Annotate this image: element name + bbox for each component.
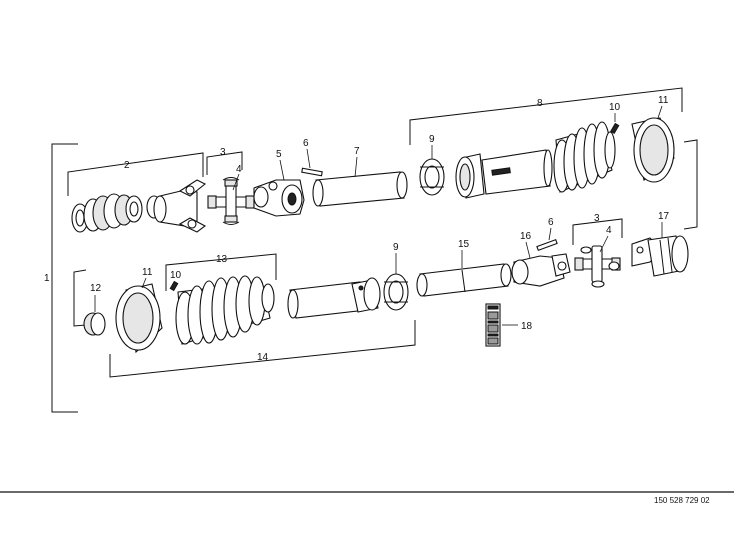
- part-6-pin-top: 6: [301, 138, 323, 177]
- group-bracket-2: 2: [67, 152, 204, 196]
- part-10-screw-bottom: 10: [169, 270, 182, 292]
- part-16-inner-yoke: 16: [511, 231, 571, 287]
- part-2-bearing-rings: [71, 193, 162, 233]
- part-11-cone-shield-bottom: 11: [115, 267, 163, 354]
- part-10-screw-top: 10: [609, 102, 621, 135]
- part-8-protective-boot: [553, 121, 616, 193]
- callout-2: 2: [124, 160, 130, 171]
- callout-10-bottom: 10: [170, 270, 182, 281]
- callout-11-top: 11: [658, 95, 669, 106]
- part-4-cross-journal-top: 4: [207, 164, 255, 225]
- callout-1: 1: [44, 273, 50, 284]
- callout-11-bottom: 11: [142, 267, 153, 278]
- drawing-number: 150 528 729 02: [654, 496, 710, 505]
- part-15-inner-tube: 15: [416, 239, 512, 297]
- callout-13: 13: [216, 254, 228, 265]
- part-9-bearing-ring-top: 9: [419, 134, 445, 196]
- group-bracket-8: 8: [409, 87, 683, 145]
- callout-18: 18: [521, 321, 533, 332]
- group-bracket-14: 14: [109, 320, 416, 378]
- callout-9-bottom: 9: [393, 242, 399, 253]
- part-11-cone-shield-top: 11: [631, 95, 675, 183]
- callout-10-top: 10: [609, 102, 621, 113]
- part-8-guard-tube: [455, 149, 553, 199]
- part-9-bearing-ring-bottom: 9: [383, 242, 409, 311]
- assembly-bracket-1: 1: [44, 143, 78, 413]
- part-13-bellows-boot: [175, 275, 275, 345]
- callout-7: 7: [354, 146, 360, 157]
- part-18-warning-label: 18: [485, 303, 533, 347]
- group-bracket-13: 13: [165, 253, 277, 291]
- group-bracket-3-bottom: 3: [572, 213, 623, 245]
- group-bracket-3-top: 3: [206, 147, 243, 175]
- part-12-ring: 12: [83, 283, 106, 336]
- callout-4-bottom: 4: [606, 225, 612, 236]
- part-17-outer-yoke: 17: [631, 211, 689, 277]
- callout-14: 14: [257, 352, 269, 363]
- callout-9-top: 9: [429, 134, 435, 145]
- callout-3-top: 3: [220, 147, 226, 158]
- part-5-inner-yoke: 5: [253, 149, 305, 217]
- group-bracket-left-bottom: [73, 269, 87, 327]
- part-14-inner-guard-tube: [287, 277, 381, 319]
- assembly-bracket-1-right: [683, 139, 698, 230]
- callout-17: 17: [658, 211, 670, 222]
- callout-12: 12: [90, 283, 102, 294]
- callout-16: 16: [520, 231, 532, 242]
- callout-3-bottom: 3: [594, 213, 600, 224]
- part-4-cross-journal-bottom: 4: [574, 225, 621, 288]
- callout-6-bottom: 6: [548, 217, 554, 228]
- callout-8: 8: [537, 98, 543, 109]
- callout-6-top: 6: [303, 138, 309, 149]
- callout-5: 5: [276, 149, 282, 160]
- part-2-yoke: [153, 179, 207, 233]
- callout-15: 15: [458, 239, 470, 250]
- part-6-pin-bottom: 6: [536, 217, 558, 252]
- part-7-outer-tube: 7: [312, 146, 408, 207]
- callout-4-top: 4: [236, 164, 242, 175]
